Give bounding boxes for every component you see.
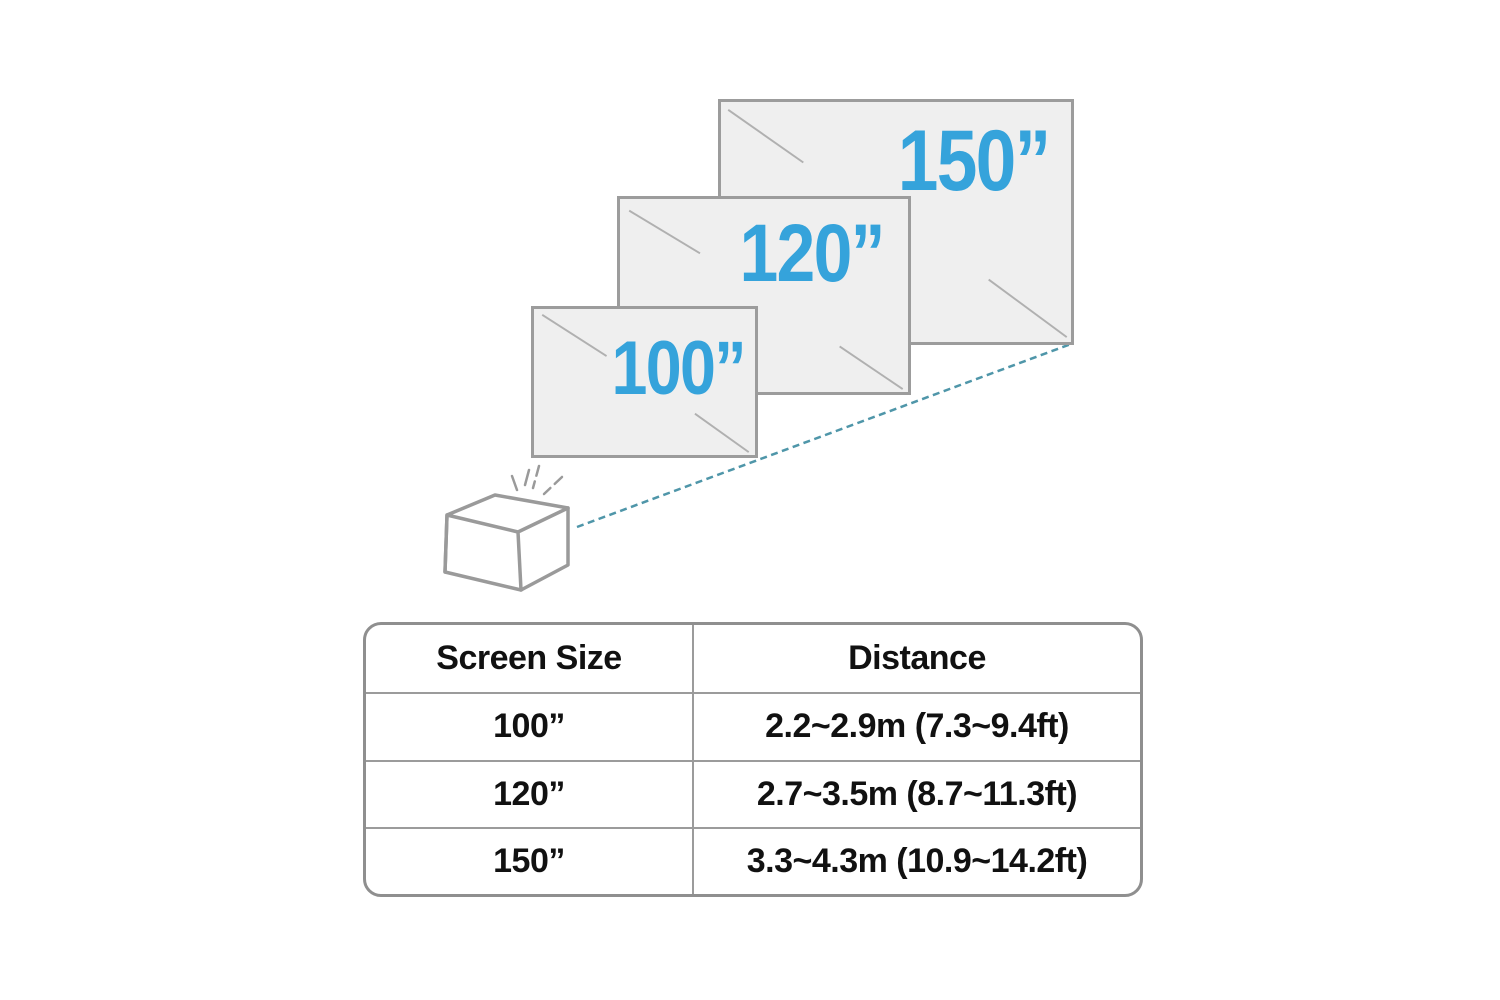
table-cell-size-150: 150” [366, 826, 692, 894]
screen-size-label-150: 150” [897, 113, 1050, 209]
light-rays-icon [510, 464, 564, 496]
table-cell-distance-120: 2.7~3.5m (8.7~11.3ft) [692, 759, 1140, 827]
screen-distance-table: Screen Size Distance 100” 2.2~2.9m (7.3~… [363, 622, 1143, 897]
screen-size-label-100: 100” [611, 326, 747, 411]
projection-beam-line [576, 342, 1072, 529]
screen-size-label-120: 120” [739, 208, 886, 299]
projector-icon [443, 493, 570, 592]
table-header-distance: Distance [692, 625, 1140, 693]
table-cell-size-120: 120” [366, 759, 692, 827]
screen-100: 100” [531, 306, 758, 458]
table-cell-distance-100: 2.2~2.9m (7.3~9.4ft) [692, 692, 1140, 760]
table-header-screen-size: Screen Size [436, 639, 622, 678]
table-cell-size-100: 100” [366, 692, 692, 759]
table-cell-distance-150: 3.3~4.3m (10.9~14.2ft) [692, 826, 1140, 894]
